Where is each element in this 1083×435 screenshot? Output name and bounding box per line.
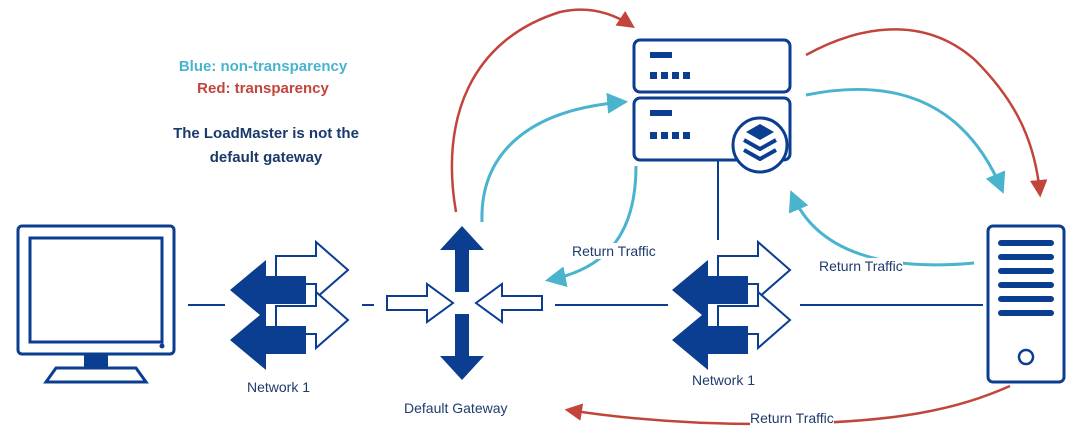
label-default-gateway: Default Gateway <box>404 400 508 416</box>
desktop-monitor-icon <box>16 224 176 384</box>
note-line-1: The LoadMaster is not the <box>173 125 359 142</box>
non-transparency-arrows <box>480 87 1006 288</box>
blue-arrow-return-to-loadmaster <box>788 190 975 267</box>
red-arrow-loadmaster-to-server <box>805 28 1048 198</box>
legend-red: Red: transparency <box>197 80 329 97</box>
blue-arrow-loadmaster-to-server <box>805 87 1006 194</box>
red-arrow-gateway-to-loadmaster <box>450 8 635 213</box>
label-network1-right: Network 1 <box>692 372 756 388</box>
legend-blue: Blue: non-transparency <box>178 58 348 75</box>
network-switch-icon-left <box>229 241 349 371</box>
network-switch-icon-right <box>671 241 791 371</box>
note-not-default-gateway: The LoadMaster is not the default gatewa… <box>146 122 386 170</box>
server-tower-icon <box>986 224 1066 384</box>
label-return-traffic-bottom: Return Traffic <box>750 410 834 426</box>
loadmaster-appliance-icon <box>632 38 792 174</box>
blue-arrow-gateway-to-loadmaster <box>480 92 629 223</box>
loadmaster-logo-icon <box>731 116 789 174</box>
router-icon <box>386 226 543 380</box>
label-return-traffic-center: Return Traffic <box>572 243 656 259</box>
blue-arrow-return-to-gateway <box>544 165 638 288</box>
label-return-traffic-right: Return Traffic <box>819 258 903 274</box>
connection-lines <box>188 160 983 306</box>
label-network1-left: Network 1 <box>247 379 311 395</box>
note-line-2: default gateway <box>209 149 323 166</box>
